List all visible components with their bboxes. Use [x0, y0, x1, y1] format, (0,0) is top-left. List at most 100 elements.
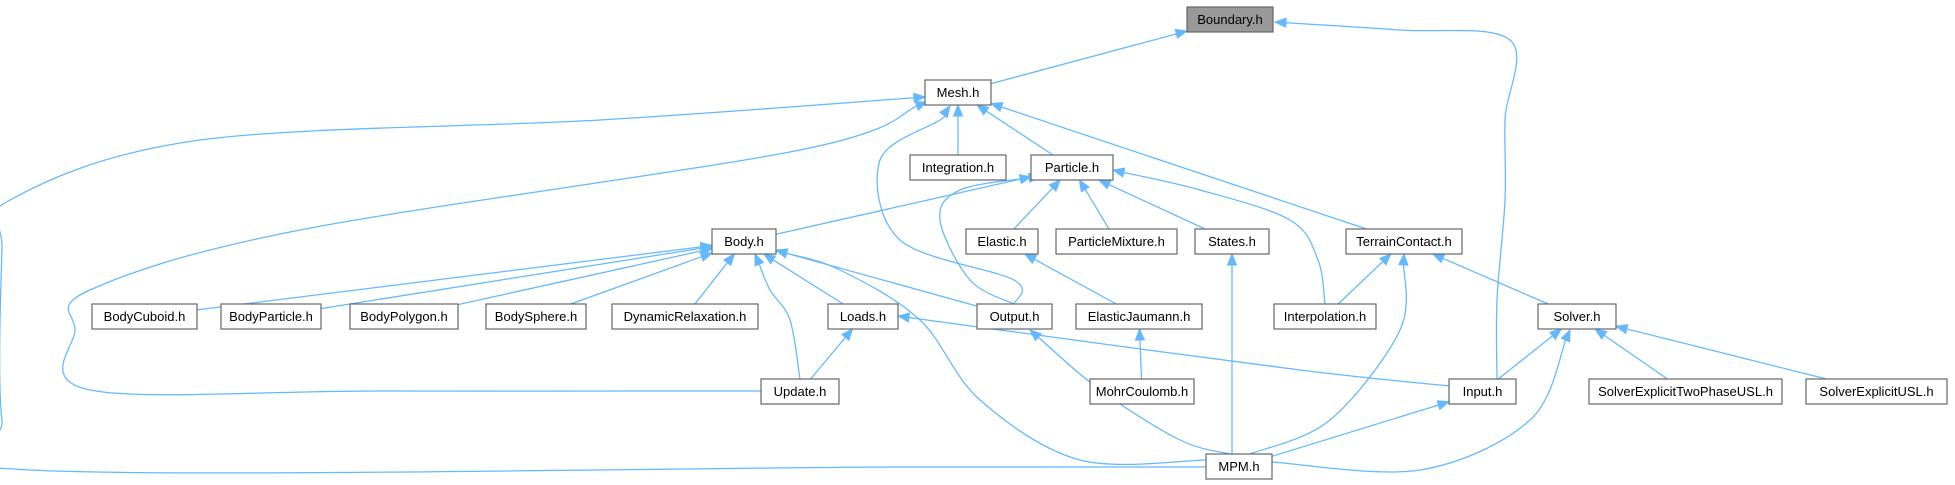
- node-body[interactable]: Body.h: [711, 228, 777, 255]
- node-label-integration: Integration.h: [922, 160, 994, 175]
- node-box-boundary[interactable]: [1186, 6, 1274, 33]
- node-label-bodypolygon: BodyPolygon.h: [360, 309, 447, 324]
- node-label-particle: Particle.h: [1045, 160, 1099, 175]
- edge-elasticjaumann-to-elastic: [1032, 257, 1117, 305]
- node-label-loads: Loads.h: [840, 309, 886, 324]
- node-box-body[interactable]: [711, 228, 777, 255]
- node-box-output[interactable]: [976, 303, 1053, 330]
- node-box-mpm[interactable]: [1205, 453, 1273, 480]
- node-box-solverexplicittwophaseusl[interactable]: [1588, 378, 1783, 405]
- edge-mpm-to-input: [1271, 403, 1441, 457]
- node-box-elasticjaumann[interactable]: [1075, 303, 1203, 330]
- node-output[interactable]: Output.h: [976, 303, 1053, 330]
- node-label-input: Input.h: [1463, 384, 1503, 399]
- arrowhead-input-to-solver: [1548, 328, 1563, 341]
- node-box-states[interactable]: [1194, 228, 1270, 255]
- node-box-bodysphere[interactable]: [485, 303, 587, 330]
- node-box-mesh[interactable]: [924, 79, 992, 106]
- arrowhead-solverexplicitusl-to-solver: [1614, 323, 1629, 335]
- node-mesh[interactable]: Mesh.h: [924, 79, 992, 106]
- edge-terraincontact-to-mesh: [999, 105, 1367, 230]
- node-label-mohrcoulomb: MohrCoulomb.h: [1096, 384, 1189, 399]
- node-box-solverexplicitusl[interactable]: [1805, 378, 1948, 405]
- edge-solver-to-terraincontact: [1440, 257, 1549, 305]
- node-box-particlemixture[interactable]: [1055, 228, 1178, 255]
- edge-mpm-to-body: [784, 252, 1207, 466]
- node-label-output: Output.h: [990, 309, 1040, 324]
- node-boundary[interactable]: Boundary.h: [1186, 6, 1274, 33]
- edge-mpm-to-mesh: [0, 96, 1207, 474]
- node-box-bodypolygon[interactable]: [349, 303, 459, 330]
- node-label-body: Body.h: [724, 234, 764, 249]
- node-box-loads[interactable]: [827, 303, 899, 330]
- node-integration[interactable]: Integration.h: [909, 154, 1007, 181]
- node-box-elastic[interactable]: [965, 228, 1039, 255]
- node-box-integration[interactable]: [909, 154, 1007, 181]
- edge-bodypolygon-to-body: [457, 249, 704, 306]
- node-solverexplicitusl[interactable]: SolverExplicitUSL.h: [1805, 378, 1948, 405]
- arrowhead-dynamicrelaxation-to-body: [722, 252, 736, 267]
- node-bodycuboid[interactable]: BodyCuboid.h: [91, 303, 198, 330]
- node-label-terraincontact: TerrainContact.h: [1356, 234, 1451, 249]
- arrowhead-mohrcoulomb-to-elasticjaumann: [1134, 327, 1146, 341]
- arrowhead-solver-to-terraincontact: [1431, 253, 1446, 264]
- node-box-particle[interactable]: [1030, 154, 1114, 181]
- node-box-solver[interactable]: [1537, 303, 1617, 330]
- arrowhead-interpolation-to-particle: [1111, 167, 1126, 178]
- arrowhead-integration-to-mesh: [952, 103, 964, 117]
- edge-update-to-body: [757, 262, 801, 380]
- arrowhead-elasticjaumann-to-elastic: [1023, 253, 1038, 265]
- arrowhead-output-to-mesh: [939, 104, 951, 119]
- edge-input-to-loads: [906, 316, 1450, 387]
- arrowhead-loads-to-body: [762, 253, 777, 265]
- arrowhead-mpm-to-mesh: [913, 92, 927, 104]
- node-label-elastic: Elastic.h: [977, 234, 1026, 249]
- node-elastic[interactable]: Elastic.h: [965, 228, 1039, 255]
- edge-solverexplicittwophaseusl-to-solver: [1602, 333, 1668, 380]
- node-elasticjaumann[interactable]: ElasticJaumann.h: [1075, 303, 1203, 330]
- node-box-bodyparticle[interactable]: [220, 303, 322, 330]
- node-box-update[interactable]: [760, 378, 840, 405]
- node-bodysphere[interactable]: BodySphere.h: [485, 303, 587, 330]
- node-label-bodysphere: BodySphere.h: [495, 309, 577, 324]
- node-terraincontact[interactable]: TerrainContact.h: [1345, 228, 1463, 255]
- node-particle[interactable]: Particle.h: [1030, 154, 1114, 181]
- arrowhead-interpolation-to-terraincontact: [1378, 253, 1392, 266]
- edge-output-to-mesh: [876, 112, 1023, 305]
- arrowhead-solverexplicittwophaseusl-to-solver: [1594, 328, 1608, 340]
- node-label-mesh: Mesh.h: [937, 85, 980, 100]
- node-solver[interactable]: Solver.h: [1537, 303, 1617, 330]
- node-bodyparticle[interactable]: BodyParticle.h: [220, 303, 322, 330]
- node-box-dynamicrelaxation[interactable]: [611, 303, 759, 330]
- edges-layer: [0, 17, 1827, 474]
- node-solverexplicittwophaseusl[interactable]: SolverExplicitTwoPhaseUSL.h: [1588, 378, 1783, 405]
- node-box-input[interactable]: [1448, 378, 1517, 405]
- node-mohrcoulomb[interactable]: MohrCoulomb.h: [1089, 378, 1195, 405]
- node-update[interactable]: Update.h: [760, 378, 840, 405]
- node-dynamicrelaxation[interactable]: DynamicRelaxation.h: [611, 303, 759, 330]
- node-box-mohrcoulomb[interactable]: [1089, 378, 1195, 405]
- node-bodypolygon[interactable]: BodyPolygon.h: [349, 303, 459, 330]
- node-particlemixture[interactable]: ParticleMixture.h: [1055, 228, 1178, 255]
- node-box-terraincontact[interactable]: [1345, 228, 1463, 255]
- arrowhead-mesh-to-boundary: [1174, 28, 1189, 40]
- edge-mohrcoulomb-to-elasticjaumann: [1139, 337, 1143, 380]
- edge-solverexplicitusl-to-solver: [1624, 327, 1827, 380]
- node-states[interactable]: States.h: [1194, 228, 1270, 255]
- edge-mpm-to-output: [1036, 335, 1231, 455]
- arrowhead-mpm-to-states: [1226, 252, 1238, 266]
- node-mpm[interactable]: MPM.h: [1205, 453, 1273, 480]
- node-loads[interactable]: Loads.h: [827, 303, 899, 330]
- node-box-bodycuboid[interactable]: [91, 303, 198, 330]
- edge-bodycuboid-to-body: [196, 246, 704, 311]
- node-box-interpolation[interactable]: [1273, 303, 1377, 330]
- arrowhead-mpm-to-terraincontact: [1398, 252, 1409, 266]
- arrowhead-input-to-boundary: [1273, 17, 1287, 28]
- arrowhead-mpm-to-solver: [1560, 328, 1571, 343]
- node-label-mpm: MPM.h: [1218, 459, 1259, 474]
- arrowhead-update-to-loads: [841, 327, 854, 342]
- node-interpolation[interactable]: Interpolation.h: [1273, 303, 1377, 330]
- edge-input-to-solver: [1497, 334, 1555, 380]
- node-input[interactable]: Input.h: [1448, 378, 1517, 405]
- arrowhead-update-to-body: [754, 252, 765, 267]
